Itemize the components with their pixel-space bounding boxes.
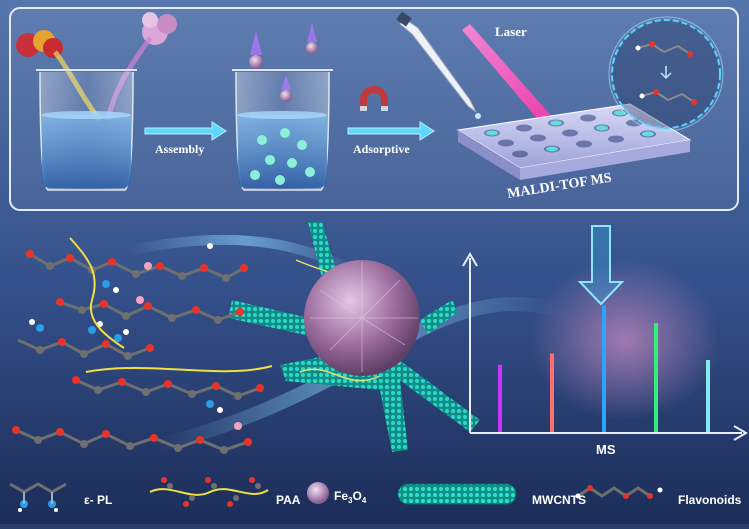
step-assembly-label: Assembly	[155, 142, 204, 156]
legend: ε- PL PAA Fe3O4 MWCNTS Flavonoids	[9, 477, 742, 512]
top-panel: Assembly	[9, 7, 739, 211]
fe3o4-sphere-texture	[310, 262, 418, 372]
laser-label: Laser	[495, 24, 527, 39]
falling-particle-icon	[249, 22, 318, 102]
spectrum-peak	[706, 360, 710, 432]
epl-icon	[9, 482, 67, 512]
spectrum-xlabel: MS	[596, 442, 616, 457]
molecular-network	[12, 237, 273, 454]
spectrum-peak	[602, 305, 606, 432]
spectrum-chart: MS	[462, 252, 748, 457]
y-axis-arrow-icon	[462, 252, 478, 267]
step-adsorptive-label: Adsorptive	[353, 142, 410, 156]
fe3o4-icon	[307, 482, 329, 504]
background-glow	[530, 260, 720, 420]
arrow-icon	[347, 121, 435, 141]
fruit-icon	[16, 12, 177, 58]
legend-paa-label: PAA	[276, 493, 301, 507]
legend-flavonoids-label: Flavonoids	[678, 493, 742, 507]
beaker-icon	[36, 69, 137, 191]
pipette-icon	[396, 11, 481, 119]
ionization-circle-icon	[608, 16, 724, 132]
spectrum-peak	[654, 323, 658, 432]
spectrum-peak	[498, 364, 502, 432]
down-arrow-icon	[577, 225, 625, 306]
spectrum-peaks	[498, 305, 710, 432]
swoosh-decoration	[129, 234, 363, 280]
arrow-icon	[144, 121, 227, 141]
x-axis-arrow-icon	[733, 425, 748, 441]
legend-epl-label: ε- PL	[84, 493, 112, 507]
mwcnts-icon	[397, 483, 517, 505]
paa-icon	[149, 477, 269, 507]
legend-fe3o4-label: Fe3O4	[334, 489, 367, 505]
magnet-icon	[360, 86, 388, 111]
beaker-icon	[232, 69, 333, 191]
legend-mwcnts-label: MWCNTS	[532, 493, 586, 507]
flavonoids-icon	[575, 485, 663, 499]
laser-beam	[462, 24, 562, 136]
spectrum-peak	[550, 353, 554, 432]
